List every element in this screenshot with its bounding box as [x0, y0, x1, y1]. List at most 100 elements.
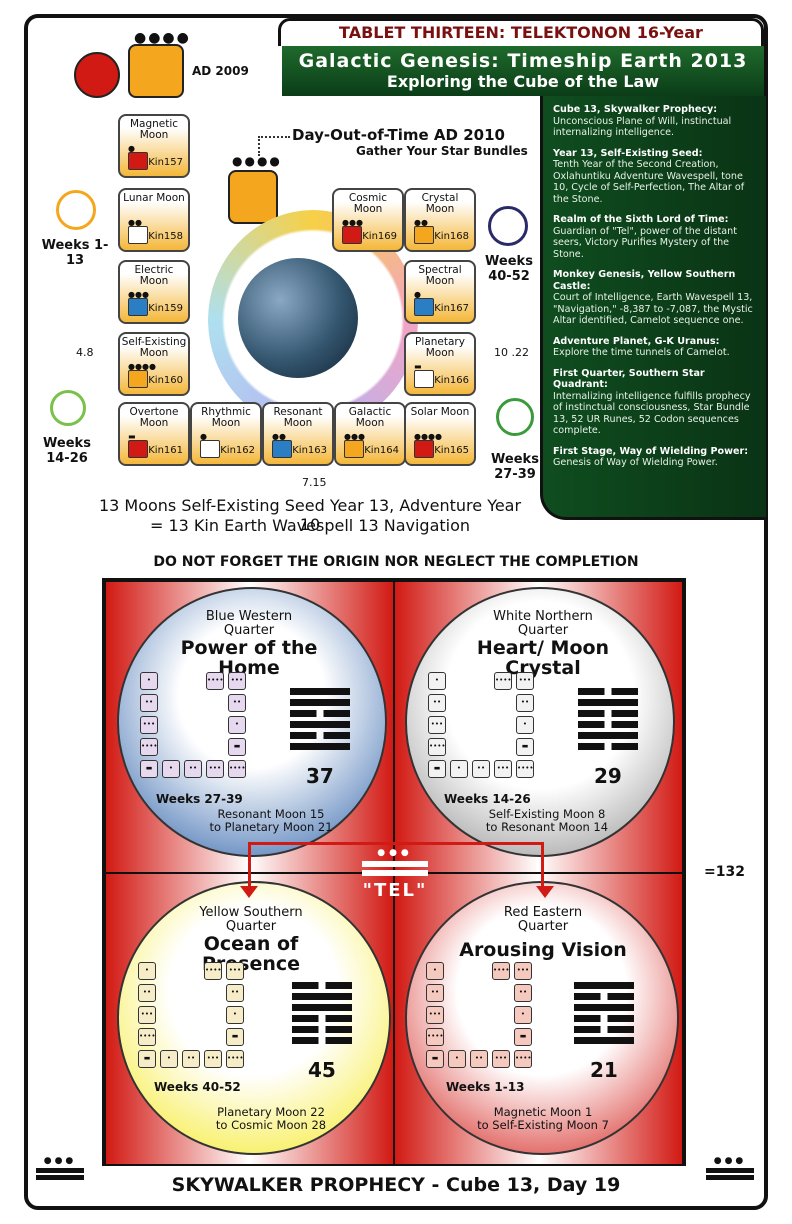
dot-subtitle: Gather Your Star Bundles [356, 144, 528, 158]
glyph-icon [414, 440, 434, 458]
tone-square: • [162, 760, 180, 778]
tone-square: •••• [492, 962, 510, 980]
hexagram-37 [290, 688, 350, 754]
header-banner: Galactic Genesis: Timeship Earth 2013 Ex… [282, 46, 764, 96]
tone-square: •• [184, 760, 202, 778]
number-37: 37 [306, 764, 334, 788]
number-29: 29 [594, 764, 622, 788]
info-body: Court of Intelligence, Earth Wavespell 1… [553, 292, 753, 326]
info-heading: First Quarter, Southern Star Quadrant: [553, 367, 705, 391]
glyph-icon [128, 226, 148, 244]
info-heading: Realm of the Sixth Lord of Time: [553, 214, 729, 225]
info-item: First Quarter, Southern Star Quadrant:In… [553, 368, 760, 437]
tone-square: •• [426, 984, 444, 1002]
moon-card-cosmic: Cosmic Moon●●●Kin169 [332, 188, 404, 252]
glyph-icon [342, 226, 362, 244]
info-heading: Cube 13, Skywalker Prophecy: [553, 104, 718, 115]
tone-square: ▬ [516, 738, 534, 756]
info-body: Explore the time tunnels of Camelot. [553, 347, 730, 358]
moon-card-overtone: Overtone Moon▬Kin161 [118, 402, 190, 466]
info-item: Monkey Genesis, Yellow Southern Castle:C… [553, 269, 760, 327]
storm-glyph-icon [228, 170, 278, 224]
tone-square: •• [138, 984, 156, 1002]
moon-card-galactic: Galactic Moon●●●Kin164 [334, 402, 406, 466]
quad-red-weeks: Weeks 1-13 [446, 1080, 525, 1094]
arrow-down-icon [240, 886, 258, 898]
tone-square: •••• [138, 1028, 156, 1046]
glyph-icon [344, 440, 364, 458]
moon-card-magnetic: Magnetic Moon●Kin157 [118, 114, 190, 178]
tone-square: ▬ [428, 760, 446, 778]
tone-square: ••• [206, 760, 224, 778]
info-item: First Stage, Way of Wielding Power:Genes… [553, 446, 760, 469]
tone-square: ••• [138, 1006, 156, 1024]
tone-square: •••• [428, 738, 446, 756]
total-label: =132 [704, 864, 745, 880]
seed-dots-icon: ●●●● [134, 30, 191, 46]
tone-square: • [448, 1050, 466, 1068]
tone-square: ••• [428, 716, 446, 734]
tone-square: ••• [204, 1050, 222, 1068]
quad-blue-weeks: Weeks 27-39 [156, 792, 243, 806]
weeks-40-52: Weeks 40-52 [485, 254, 533, 284]
tone-square: • [160, 1050, 178, 1068]
weeks-1-13: Weeks 1-13 [41, 238, 109, 268]
hexagram-45 [292, 982, 352, 1048]
info-item: Year 13, Self-Existing Seed:Tenth Year o… [553, 148, 760, 206]
tone-square: ▬ [138, 1050, 156, 1068]
year-label: AD 2009 [192, 64, 249, 78]
tone-square: •• [428, 694, 446, 712]
tone-square: ▬ [140, 760, 158, 778]
info-item: Adventure Planet, G-K Uranus:Explore the… [553, 336, 760, 359]
tel-label: "TEL" [362, 880, 428, 901]
marker-left: 4.8 [76, 346, 94, 359]
dot-title: Day-Out-of-Time AD 2010 [292, 126, 505, 144]
number-45: 45 [308, 1058, 336, 1082]
quad-white-weeks: Weeks 14-26 [444, 792, 531, 806]
dot-dots-icon: ●●●● [232, 154, 282, 168]
tone-square: • [450, 760, 468, 778]
tel-connector-left [248, 842, 544, 890]
tone-square: •••• [204, 962, 222, 980]
glyph-icon [414, 226, 434, 244]
tone-square: •• [228, 694, 246, 712]
summary-line1: 13 Moons Self-Existing Seed Year 13, Adv… [98, 496, 522, 534]
earth-image [238, 258, 358, 378]
tone-square: ••• [516, 672, 534, 690]
arrow-down-icon-2 [536, 886, 554, 898]
glyph-icon [272, 440, 292, 458]
tone-square: •• [140, 694, 158, 712]
tablet-title: TABLET THIRTEEN: TELEKTONON 16-Year Chro… [278, 18, 764, 66]
info-body: Internalizing intelligence fulfills prop… [553, 390, 751, 437]
moon-card-planetary: Planetary Moon▬Kin166 [404, 332, 476, 396]
tone-square: •••• [228, 760, 246, 778]
moon-card-rhythmic: Rhythmic Moon●Kin162 [190, 402, 262, 466]
red-seal-icon [74, 52, 120, 98]
tone-square: ▬ [226, 1028, 244, 1046]
yellow-tone-icon [56, 190, 96, 230]
tone-square: ▬ [426, 1050, 444, 1068]
tone-square: •• [182, 1050, 200, 1068]
tone-square: • [138, 962, 156, 980]
tone-square: • [428, 672, 446, 690]
tone-square: ▬ [228, 738, 246, 756]
tone-square: ••• [514, 962, 532, 980]
moon-card-lunar: Lunar Moon●●Kin158 [118, 188, 190, 252]
number-21: 21 [590, 1058, 618, 1082]
info-item: Realm of the Sixth Lord of Time:Guardian… [553, 214, 760, 260]
tone-square: •••• [206, 672, 224, 690]
moon-card-crystal: Crystal Moon●●Kin168 [404, 188, 476, 252]
info-heading: First Stage, Way of Wielding Power: [553, 445, 749, 457]
header-line1: Galactic Genesis: Timeship Earth 2013 [298, 50, 748, 72]
info-heading: Adventure Planet, G-K Uranus: [553, 335, 720, 347]
weeks-14-26: Weeks 14-26 [43, 436, 91, 466]
tone-square: ••• [226, 962, 244, 980]
tone-square: ••• [426, 1006, 444, 1024]
info-item: Cube 13, Skywalker Prophecy:Unconscious … [553, 104, 760, 139]
